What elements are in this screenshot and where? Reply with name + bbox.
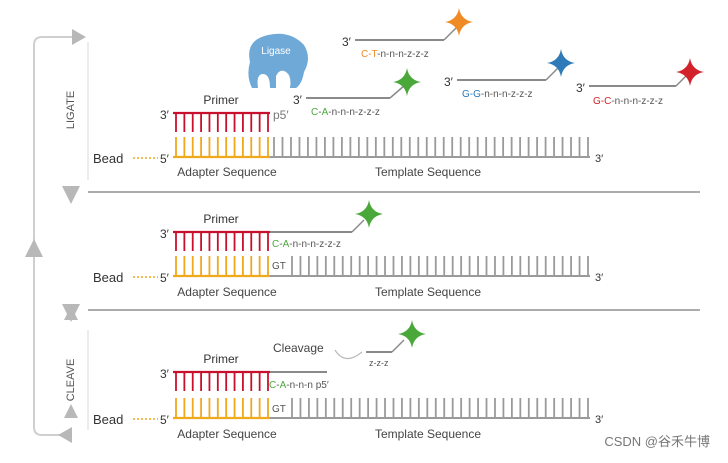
up-arrow-1 xyxy=(64,404,78,418)
watermark: CSDN @谷禾牛博 xyxy=(604,434,710,449)
primer-3prime: 3′ xyxy=(160,367,170,381)
probe-ca-base-1: C xyxy=(311,107,318,118)
probe-ca-linker xyxy=(390,85,405,98)
probe-ct-star xyxy=(445,8,473,36)
cleaved-probe-rest: -n-n-n p5′ xyxy=(286,380,329,391)
adapter-teeth xyxy=(176,137,268,157)
probe-ct-sequence: C-T-n-n-n-z-z-z xyxy=(361,49,429,60)
template-3prime: 3′ xyxy=(595,153,603,165)
adapter-label: Adapter Sequence xyxy=(177,427,277,441)
primer-label: Primer xyxy=(203,212,238,226)
bead-5prime: 5′ xyxy=(160,271,170,285)
cleavage-label: Cleavage xyxy=(273,341,324,355)
bead-label: Bead xyxy=(93,412,123,427)
adapter-label: Adapter Sequence xyxy=(177,285,277,299)
probe-gg-linker xyxy=(546,68,558,80)
cycle-arrow-head-bottom xyxy=(58,427,72,443)
probe-gg-sequence: G-G-n-n-n-z-z-z xyxy=(462,89,533,100)
primer-label: Primer xyxy=(203,352,238,366)
probe-gc-rest: -n-n-n-z-z-z xyxy=(611,96,663,107)
gt-label: GT xyxy=(272,404,286,415)
down-arrow-1 xyxy=(62,186,80,204)
panel-ligate-2: Primer 3′ C-A-n-n-n-z-z-z GT Bead 5′ 3′ … xyxy=(93,200,603,299)
probe-gg-star xyxy=(547,49,575,77)
primer-teeth xyxy=(176,113,268,132)
probe-ct-linker xyxy=(444,28,456,40)
probe-ca-sequence: C-A-n-n-n-z-z-z xyxy=(311,107,380,118)
panel-cleave: Primer 3′ Cleavage z-z-z C-A-n-n-n p5′ G… xyxy=(93,320,603,441)
ligase-shape xyxy=(248,34,308,88)
ligated-probe-base-1: C xyxy=(272,239,279,250)
primer-3prime: 3′ xyxy=(160,108,170,122)
probe-gg-rest: -n-n-n-z-z-z xyxy=(481,89,533,100)
cycle-arrows: LIGATE CLEAVE xyxy=(25,29,88,443)
primer-label: Primer xyxy=(203,93,238,107)
adapter-label: Adapter Sequence xyxy=(177,165,277,179)
bead-5prime: 5′ xyxy=(160,152,170,166)
template-teeth xyxy=(274,137,588,157)
bead-5prime: 5′ xyxy=(160,413,170,427)
probe-gc-linker xyxy=(676,76,686,86)
released-fragment-star xyxy=(398,320,426,348)
bead-label: Bead xyxy=(93,270,123,285)
gt-label: GT xyxy=(272,261,286,272)
ligated-probe-rest: -n-n-n-z-z-z xyxy=(289,239,341,250)
cleavage-arc xyxy=(335,350,362,359)
adapter-teeth xyxy=(176,256,268,276)
probe-gc-sequence: G-C-n-n-n-z-z-z xyxy=(593,96,663,107)
template-label: Template Sequence xyxy=(375,285,481,299)
probe-gc-3prime: 3′ xyxy=(576,81,586,95)
probe-ct-3prime: 3′ xyxy=(342,35,352,49)
primer-3prime: 3′ xyxy=(160,227,170,241)
primer-teeth xyxy=(176,372,268,391)
probe-ct-rest: -n-n-n-z-z-z xyxy=(377,49,429,60)
cleaved-probe-base-1: C xyxy=(269,380,276,391)
cleaved-probe-sequence: C-A-n-n-n p5′ xyxy=(269,380,329,391)
probe-gg-bases: G-G xyxy=(462,89,481,100)
ligate-label: LIGATE xyxy=(65,91,77,129)
probe-gc-bases: G-C xyxy=(593,96,611,107)
released-fragment-label: z-z-z xyxy=(369,358,389,368)
primer-p5: p5′ xyxy=(273,108,289,122)
template-teeth xyxy=(292,398,588,418)
template-3prime: 3′ xyxy=(595,272,603,284)
panel-ligate-1: Ligase Primer 3′ p5′ Bead 5′ 3′ Adapter … xyxy=(93,8,704,179)
ligated-probe-sequence: C-A-n-n-n-z-z-z xyxy=(272,239,341,250)
template-3prime: 3′ xyxy=(595,414,603,426)
probe-gg-3prime: 3′ xyxy=(444,75,454,89)
cleave-label: CLEAVE xyxy=(65,359,77,402)
bead-label: Bead xyxy=(93,151,123,166)
template-teeth xyxy=(292,256,588,276)
probe-ct-bases: C-T xyxy=(361,49,378,60)
probe-ca-3prime: 3′ xyxy=(293,93,303,107)
template-label: Template Sequence xyxy=(375,165,481,179)
up-arrow-side xyxy=(25,239,43,257)
probe-ca-rest: -n-n-n-z-z-z xyxy=(328,107,380,118)
primer-teeth xyxy=(176,232,268,251)
adapter-teeth xyxy=(176,398,268,418)
ligated-probe-linker xyxy=(352,220,364,232)
cycle-arrow-head-top xyxy=(72,29,86,45)
released-fragment-linker xyxy=(392,340,404,352)
ligase-label: Ligase xyxy=(261,46,291,57)
template-label: Template Sequence xyxy=(375,427,481,441)
